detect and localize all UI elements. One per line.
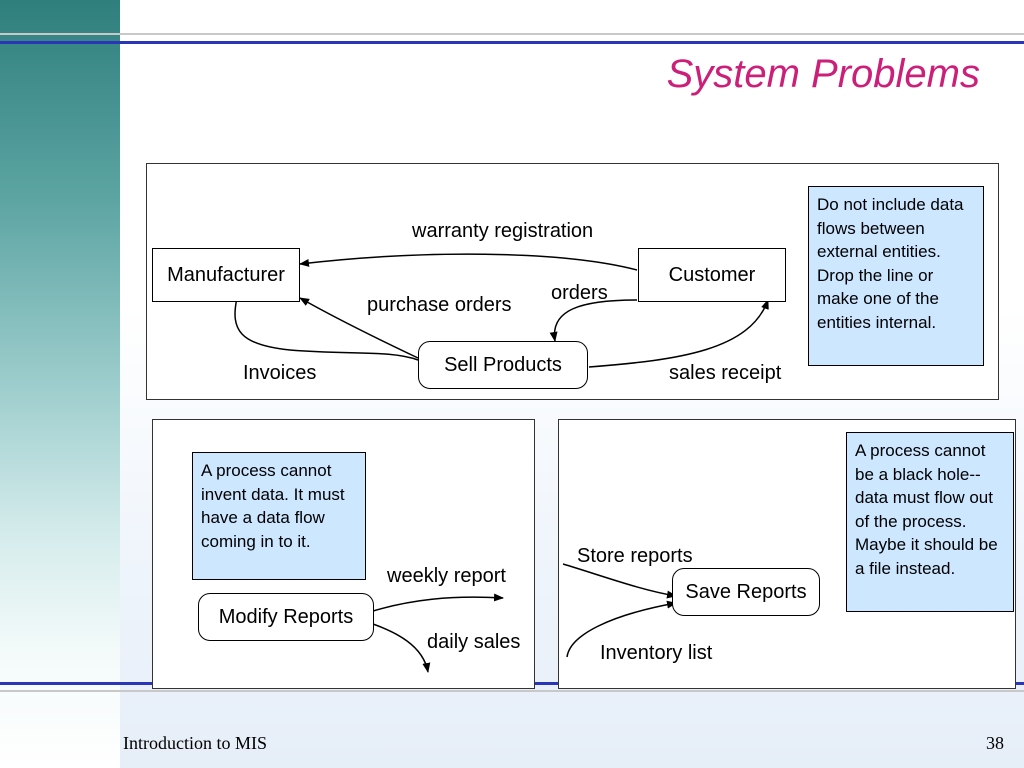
process-modify-reports: Modify Reports <box>198 593 374 641</box>
arrow-sales-receipt <box>588 299 769 368</box>
arrow-store-reports <box>562 563 677 599</box>
arrow-daily-sales <box>372 623 431 673</box>
flow-label-warranty-registration: warranty registration <box>412 220 594 242</box>
entity-customer: Customer <box>638 248 786 302</box>
arrow-inventory-list <box>566 600 677 658</box>
slide-title: System Problems <box>666 52 980 96</box>
flow-label-orders: orders <box>551 282 608 304</box>
entity-manufacturer: Manufacturer <box>152 248 300 302</box>
top-rule-blue <box>0 41 1024 44</box>
arrow-purchase-orders <box>299 297 419 359</box>
page-number: 38 <box>986 733 1004 753</box>
bottom-rule-gray <box>0 690 1024 692</box>
process-sell-products: Sell Products <box>418 341 588 389</box>
flow-label-invoices: Invoices <box>243 362 317 384</box>
arrow-invoices <box>234 297 419 361</box>
flow-label-daily-sales: daily sales <box>427 631 521 653</box>
top-rule-gray <box>0 33 1024 35</box>
arrow-weekly-report <box>372 593 504 612</box>
flow-label-purchase-orders: purchase orders <box>367 294 512 316</box>
flow-label-store-reports: Store reports <box>577 545 693 567</box>
flow-label-weekly-report: weekly report <box>387 565 506 587</box>
arrow-warranty-registration <box>299 253 638 271</box>
sidebar-gradient <box>0 0 120 768</box>
note-black-hole: A process cannot be a black hole--data m… <box>846 432 1014 612</box>
note-external-entities: Do not include data flows between extern… <box>808 186 984 366</box>
note-invented-data: A process cannot invent data. It must ha… <box>192 452 366 580</box>
process-save-reports: Save Reports <box>672 568 820 616</box>
flow-label-sales-receipt: sales receipt <box>669 362 782 384</box>
footer-title: Introduction to MIS <box>123 733 267 753</box>
arrow-orders <box>549 299 638 342</box>
flow-label-inventory-list: Inventory list <box>600 642 713 664</box>
